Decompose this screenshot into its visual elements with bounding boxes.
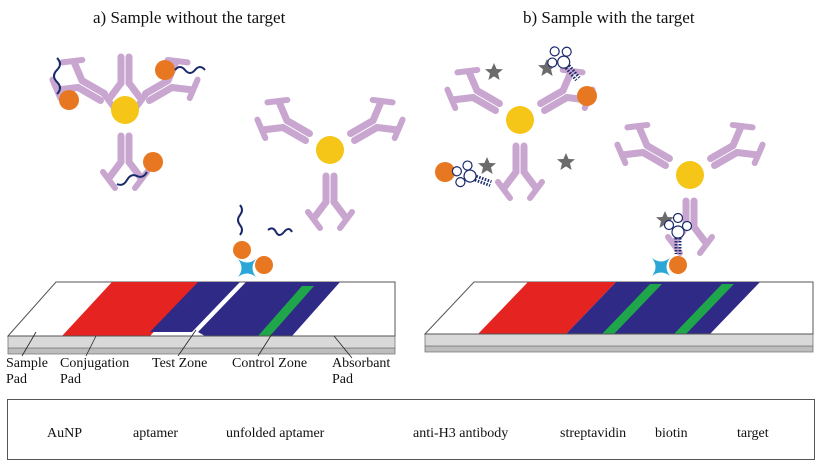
conjugation-pad-label: Conjugation Pad [60,356,129,388]
streptavidin-icon [652,258,670,276]
label-leaders [21,329,353,359]
panel-a-nanoparticle-complex-1 [46,52,203,188]
biotin-dot [435,162,455,182]
conjugation-pad-label-line2: Pad [60,372,81,387]
aunp-particle [506,106,534,134]
target-icon [557,153,575,170]
legend-streptavidin-label: streptavidin [560,426,627,441]
control-line-a [258,286,314,336]
absorbant-pad-label-line2: Pad [332,372,353,387]
control-zone-label: Control Zone [232,356,308,371]
test-strip-b [423,281,814,353]
panel-b-captured-complex [611,117,768,276]
legend-aptamer-label: aptamer [133,426,179,441]
aunp-particle [316,136,344,164]
aunp-particle [111,96,139,124]
biotin-dot [143,152,163,172]
control-line-b [674,284,734,334]
test-line-b [602,284,662,334]
sample-pad-label-line2: Pad [6,372,27,387]
conjugation-pad-a [62,282,200,336]
legend-unfolded-aptamer-label: unfolded aptamer [226,426,325,441]
panel-a-title: a) Sample without the target [93,8,286,27]
panel-b-title: b) Sample with the target [523,8,695,27]
biotin-dot [577,86,597,106]
absorbant-pad-label-line1: Absorbant [332,356,391,371]
test-zone-label: Test Zone [152,356,208,371]
legend-biotin-label: biotin [655,426,688,441]
legend [7,399,815,460]
target-icon [485,63,503,80]
unfolded-aptamer-biotin-1 [53,57,79,110]
membrane-a-1 [150,282,240,332]
panel-a-captured-complex [233,204,293,277]
biotin-dot [59,90,79,110]
unfolded-aptamer-biotin-2 [155,60,206,80]
unfolded-aptamer-biotin-3 [116,152,163,186]
biotin-dot [669,256,687,274]
panel-a-nanoparticle-complex-2 [251,92,408,228]
test-strip-a [6,281,396,355]
conjugation-pad-label-line1: Conjugation [60,356,130,371]
streptavidin-icon [238,259,256,277]
biotin-dot [155,60,175,80]
panel-b-nanoparticle-complex-1 [441,59,598,198]
absorbant-pad-label: Absorbant Pad [332,356,390,388]
conjugation-pad-b [478,282,616,334]
sample-pad-label-line1: Sample [6,356,48,371]
legend-antibody-label: anti-H3 antibody [413,426,509,441]
sample-pad-label: Sample Pad [6,356,48,388]
aunp-particle [676,161,704,189]
aptamer-biotin-b-1 [539,37,597,106]
biotin-dot [255,256,273,274]
target-icon [478,157,496,174]
biotin-dot [233,241,251,259]
legend-target-label: target [737,426,769,441]
legend-aunp-label: AuNP [47,426,83,441]
aptamer-biotin-b-2 [435,155,497,198]
